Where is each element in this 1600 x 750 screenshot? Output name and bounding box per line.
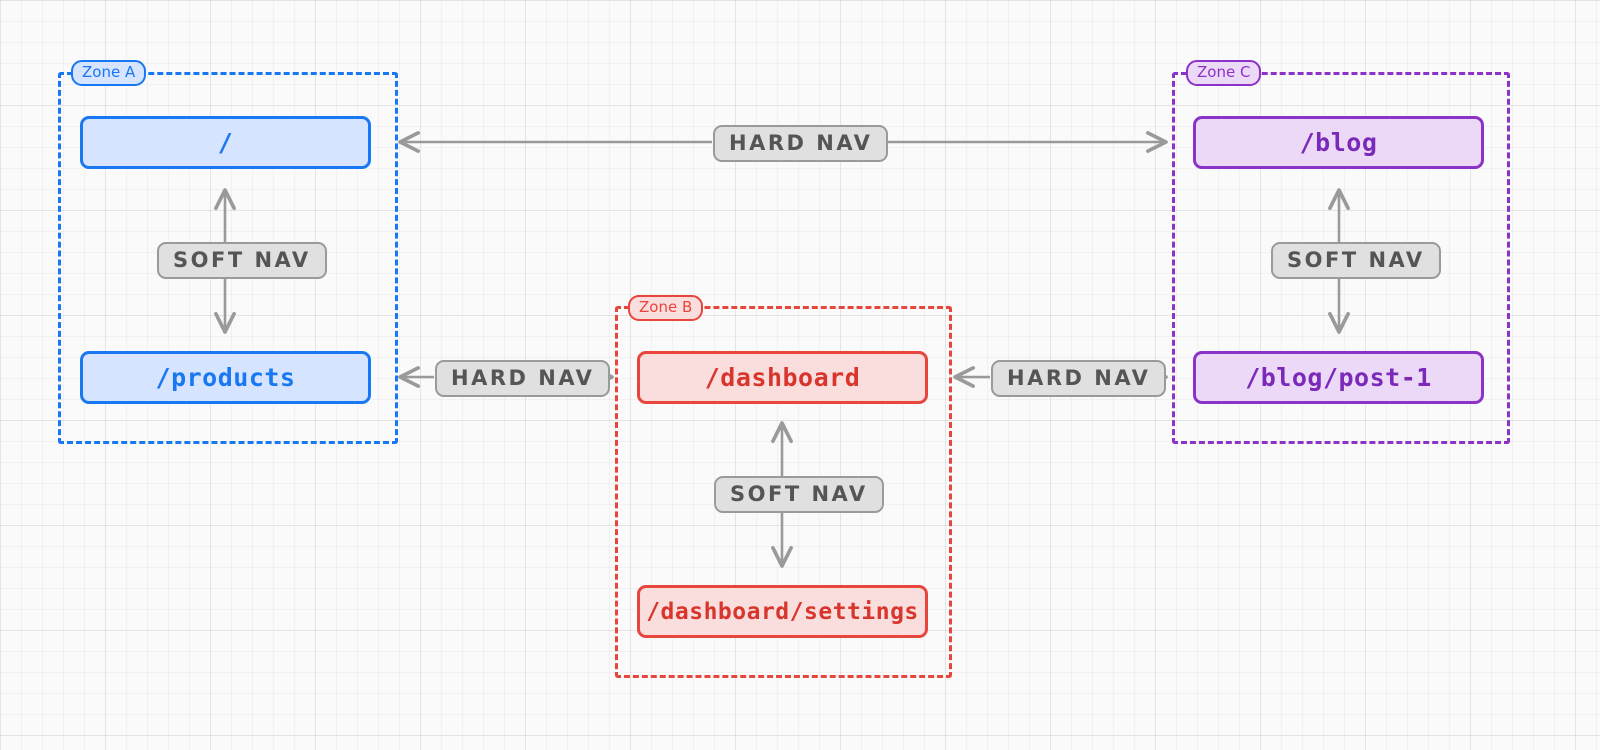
node-dashboard-label: /dashboard (704, 363, 861, 392)
edge-label-soft-nav-a-text: SOFT NAV (173, 248, 311, 272)
edge-label-hard-nav-bc[interactable]: HARD NAV (991, 360, 1167, 397)
zone-c-label[interactable]: Zone C (1186, 60, 1262, 87)
node-dashboard-settings[interactable]: /dashboard/settings (637, 585, 928, 638)
zone-b-label[interactable]: Zone B (628, 295, 704, 322)
edge-label-soft-nav-a[interactable]: SOFT NAV (157, 242, 327, 279)
edge-label-hard-nav-ab-text: HARD NAV (451, 366, 595, 390)
zone-c-boundary[interactable] (1172, 72, 1510, 444)
node-blog[interactable]: /blog (1193, 116, 1484, 169)
node-blog-label: /blog (1299, 128, 1378, 157)
edge-label-hard-nav-ab[interactable]: HARD NAV (435, 360, 611, 397)
node-dashboard[interactable]: /dashboard (637, 351, 928, 404)
edge-label-soft-nav-c-text: SOFT NAV (1287, 248, 1425, 272)
node-products[interactable]: /products (80, 351, 371, 404)
node-blog-post-1-label: /blog/post-1 (1245, 363, 1432, 392)
node-products-label: /products (155, 363, 296, 392)
node-blog-post-1[interactable]: /blog/post-1 (1193, 351, 1484, 404)
node-root[interactable]: / (80, 116, 371, 169)
edge-label-soft-nav-b-text: SOFT NAV (730, 482, 868, 506)
edge-label-hard-nav-top[interactable]: HARD NAV (713, 125, 889, 162)
edge-label-hard-nav-top-text: HARD NAV (729, 131, 873, 155)
edge-label-hard-nav-bc-text: HARD NAV (1007, 366, 1151, 390)
node-dashboard-settings-label: /dashboard/settings (646, 598, 919, 625)
zone-b-boundary[interactable] (615, 306, 952, 678)
zone-a-label[interactable]: Zone A (71, 60, 147, 87)
zone-a-boundary[interactable] (58, 72, 398, 444)
edge-label-soft-nav-b[interactable]: SOFT NAV (714, 476, 884, 513)
node-root-label: / (217, 128, 234, 157)
edge-label-soft-nav-c[interactable]: SOFT NAV (1271, 242, 1441, 279)
